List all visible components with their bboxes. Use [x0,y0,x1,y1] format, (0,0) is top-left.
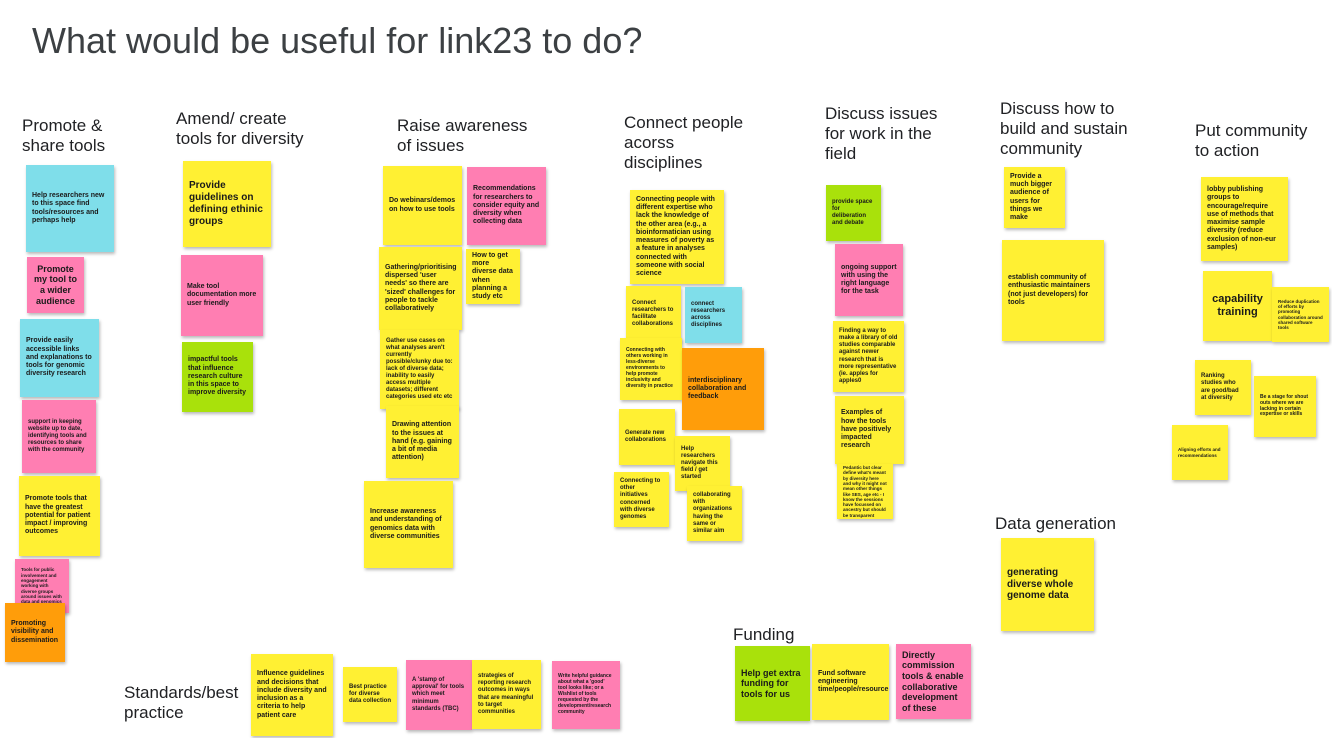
sticky-note[interactable]: Help researchers navigate this field / g… [675,436,730,491]
sticky-note[interactable]: generating diverse whole genome data [1001,538,1094,631]
sticky-note[interactable]: A 'stamp of approval' for tools which me… [406,660,472,730]
heading-raise-awareness: Raise awareness of issues [397,116,528,155]
sticky-note[interactable]: Gather use cases on what analyses aren't… [380,330,459,409]
sticky-note[interactable]: Write helpful guidance about what a 'goo… [552,661,620,729]
sticky-note[interactable]: support in keeping website up to date, i… [22,400,96,473]
sticky-note[interactable]: Drawing attention to the issues at hand … [386,406,459,478]
sticky-note[interactable]: Do webinars/demos on how to use tools [383,166,462,245]
heading-promote-share-tools: Promote & share tools [22,116,106,155]
sticky-note[interactable]: Provide easily accessible links and expl… [20,319,99,397]
sticky-note[interactable]: Promote tools that have the greatest pot… [19,476,100,556]
sticky-note[interactable]: collaborating with organizations having … [687,486,742,541]
sticky-note[interactable]: Make tool documentation more user friend… [181,255,263,336]
sticky-note[interactable]: ongoing support with using the right lan… [835,244,903,316]
board-title: What would be useful for link23 to do? [32,20,643,61]
sticky-note[interactable]: Connecting people with different experti… [630,190,724,284]
sticky-note[interactable]: Recommendations for researchers to consi… [467,167,546,245]
heading-connect-people: Connect people acorss disciplines [624,113,744,172]
sticky-note[interactable]: Fund software engineering time/people/re… [812,644,889,720]
sticky-note[interactable]: Examples of how the tools have positivel… [835,396,904,464]
sticky-note[interactable]: Connecting with others working in less-d… [620,338,682,400]
sticky-note[interactable]: connect researchers across disciplines [685,287,742,343]
heading-data-generation: Data generation [995,514,1116,533]
sticky-note[interactable]: strategies of reporting research outcome… [472,660,541,729]
sticky-note[interactable]: provide space for deliberation and debat… [826,185,881,241]
sticky-note[interactable]: Directly commission tools & enable colla… [896,644,971,719]
sticky-note[interactable]: Reduce duplication of efforts by promoti… [1272,287,1329,342]
heading-discuss-build-community: Discuss how to build and sustain communi… [1000,99,1128,158]
sticky-note[interactable]: Pedantic but clear define what's meant b… [837,464,893,519]
sticky-note[interactable]: Help get extra funding for tools for us [735,646,810,721]
heading-amend-create-tools: Amend/ create tools for diversity [176,109,304,148]
sticky-note[interactable]: Connect researchers to facilitate collab… [626,286,681,342]
sticky-note[interactable]: Best practice for diverse data collectio… [343,667,397,722]
sticky-note[interactable]: Be a stage for shout outs where we are l… [1254,376,1316,437]
heading-standards-best-practice: Standards/best practice [124,683,239,722]
sticky-note[interactable]: impactful tools that influence research … [182,342,253,412]
sticky-note[interactable]: Connecting to other initiatives concerne… [614,472,669,527]
sticky-note[interactable]: Help researchers new to this space find … [26,165,114,252]
heading-put-community-to-action: Put community to action [1195,121,1308,160]
sticky-note[interactable]: Provide guidelines on defining ethinic g… [183,161,271,247]
sticky-note[interactable]: Promote my tool to a wider audience [27,257,84,313]
heading-funding: Funding [733,625,795,644]
sticky-note[interactable]: lobby publishing groups to encourage/req… [1201,177,1288,261]
sticky-note[interactable]: Finding a way to make a library of old s… [833,321,904,392]
sticky-note[interactable]: interdisciplinary collaboration and feed… [682,348,764,430]
sticky-note[interactable]: Promoting visibility and dissemination [5,603,65,662]
sticky-note[interactable]: capability training [1203,271,1272,341]
sticky-note[interactable]: Provide a much bigger audience of users … [1004,167,1065,228]
sticky-note[interactable]: Influence guidelines and decisions that … [251,654,333,736]
sticky-note[interactable]: How to get more diverse data when planni… [466,249,520,304]
sticky-note[interactable]: Ranking studies who are good/bad at dive… [1195,360,1251,415]
sticky-note[interactable]: Gathering/prioritising dispersed 'user n… [379,247,462,330]
sticky-note[interactable]: establish community of enthusiastic main… [1002,240,1104,341]
sticky-note[interactable]: Aligning efforts and recommendations [1172,425,1228,480]
heading-discuss-issues: Discuss issues for work in the field [825,104,938,163]
sticky-note[interactable]: Generate new collaborations [619,409,675,465]
sticky-note[interactable]: Increase awareness and understanding of … [364,481,453,568]
